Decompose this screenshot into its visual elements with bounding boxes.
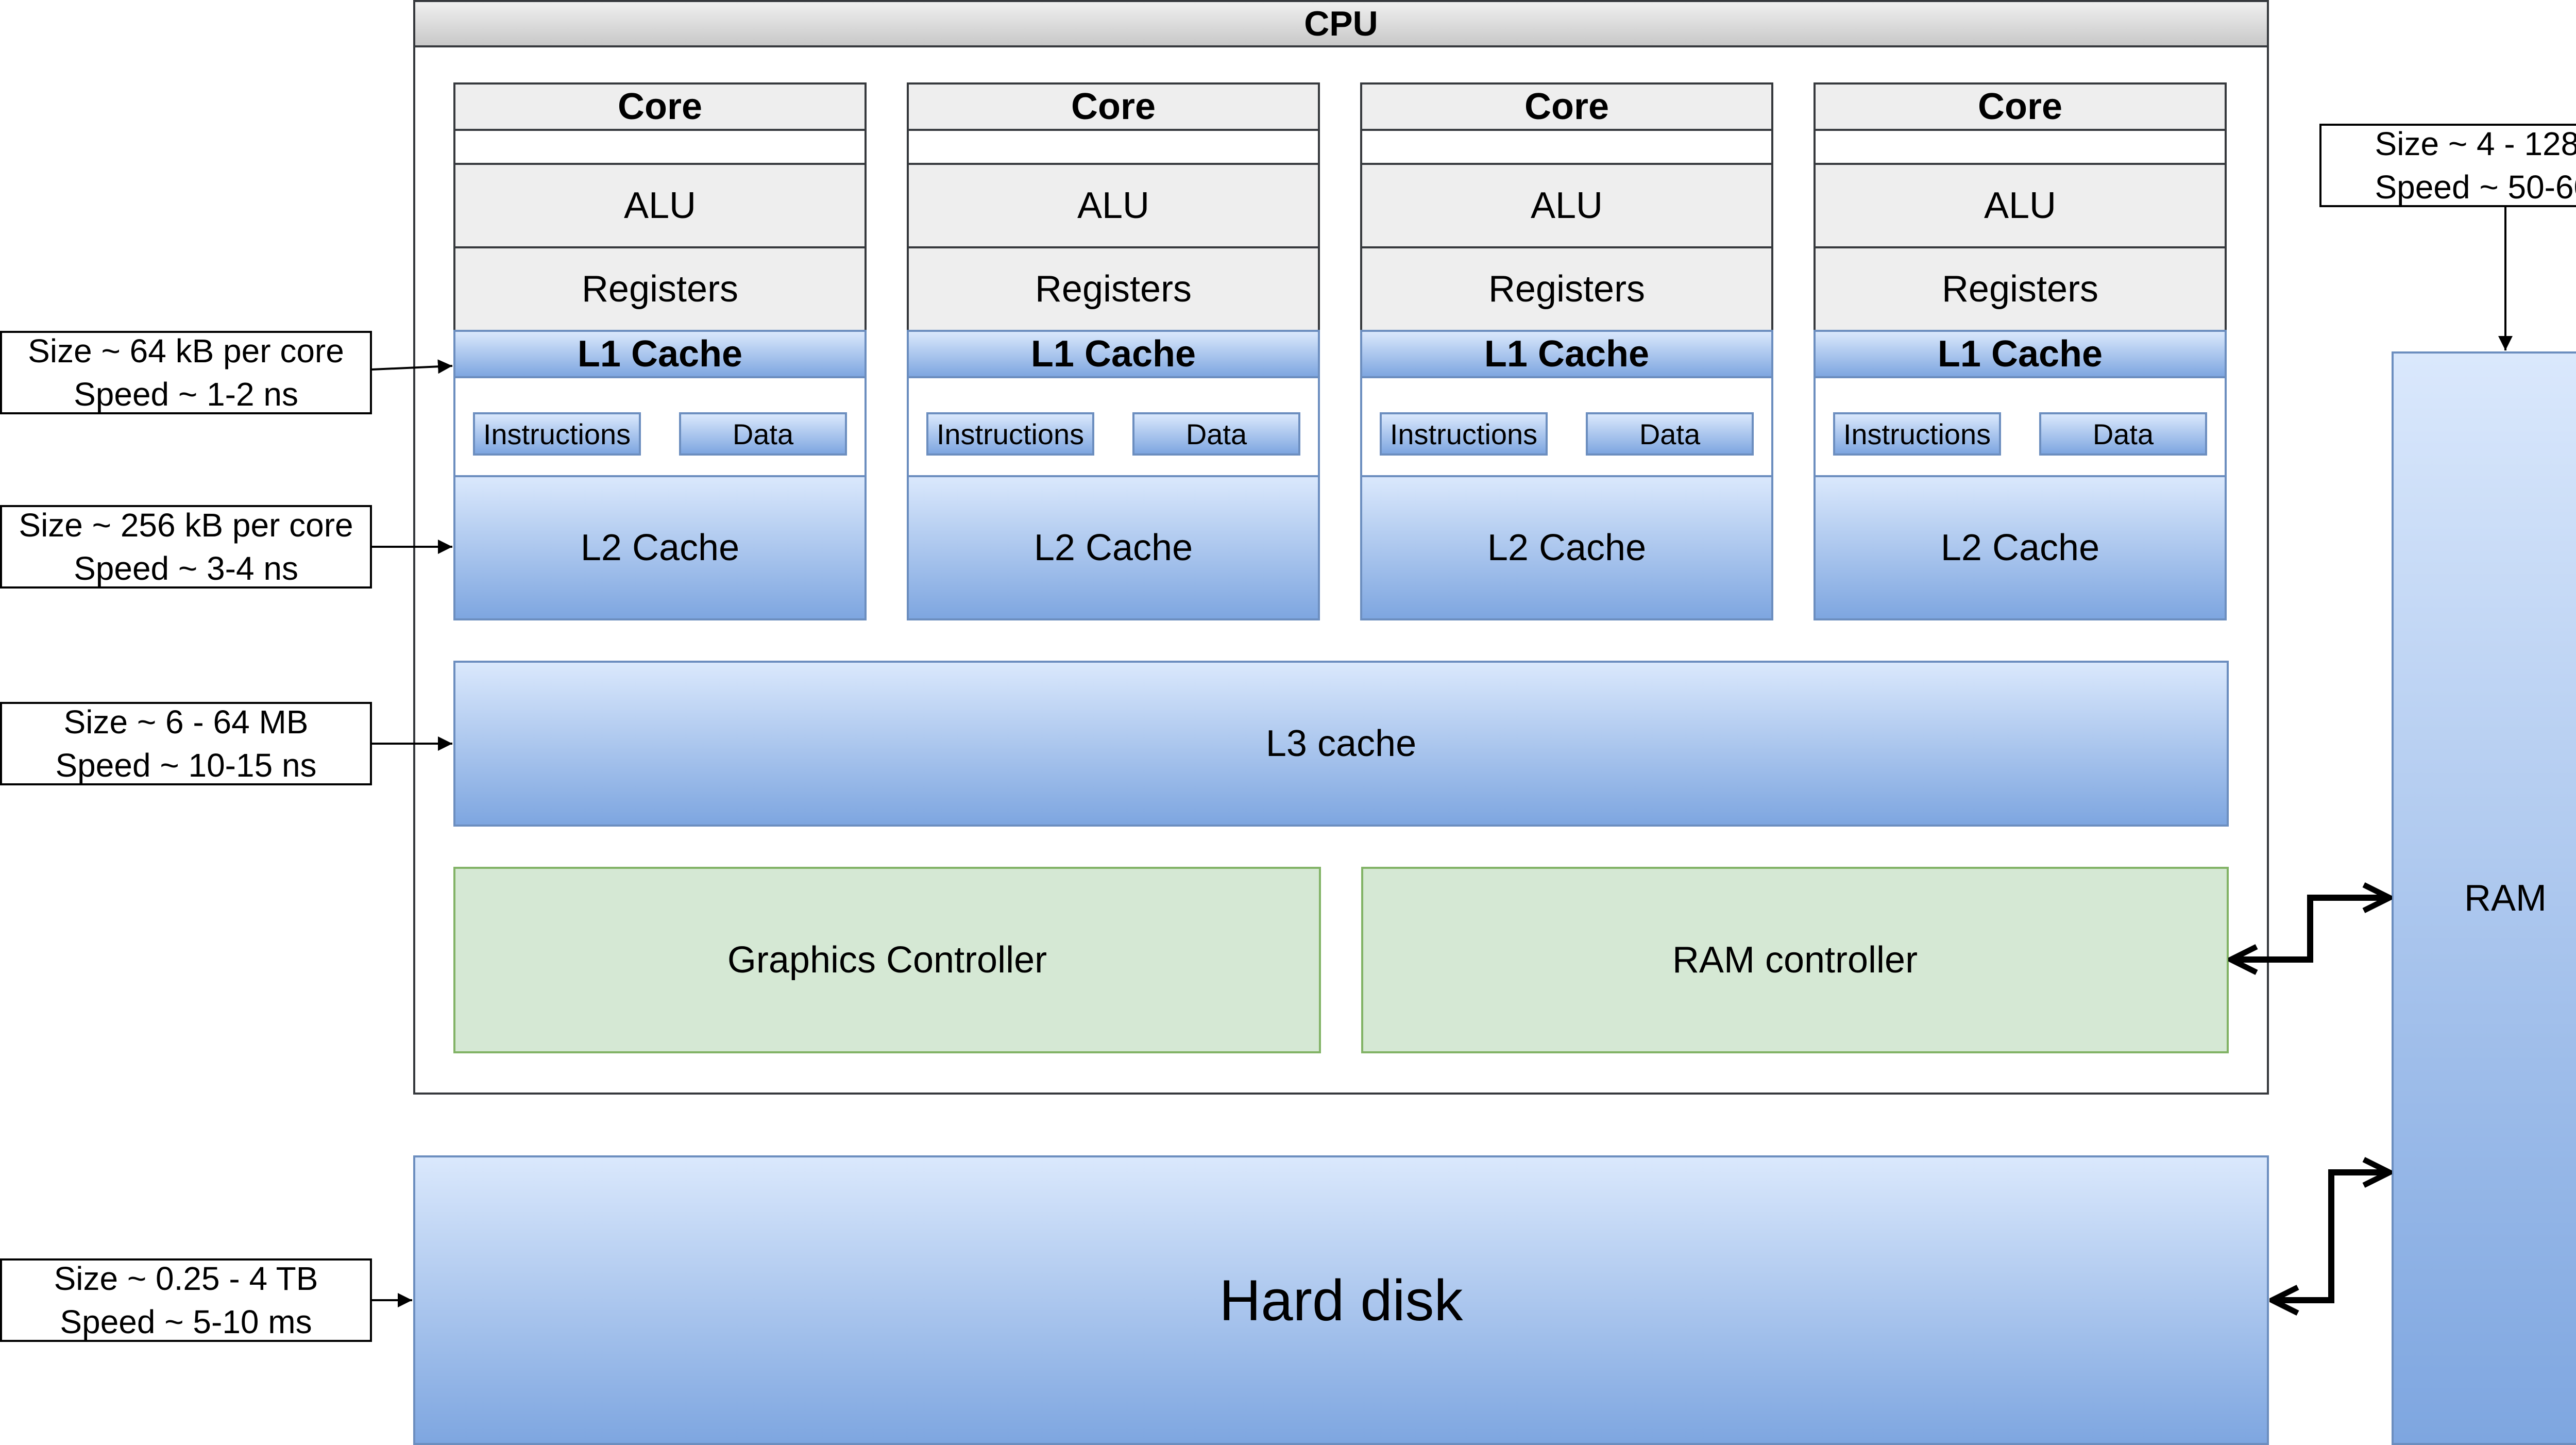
core-spacer-3	[1360, 129, 1773, 165]
ram-label: RAM	[2464, 878, 2547, 919]
l1-cache-label: L1 Cache	[1484, 333, 1650, 375]
l3-cache: L3 cache	[453, 661, 2229, 827]
instructions-label: Instructions	[483, 417, 631, 450]
l1-cache-label: L1 Cache	[1937, 333, 2103, 375]
l1-cache-label: L1 Cache	[1030, 333, 1196, 375]
l1-note-arrow	[371, 359, 453, 374]
l2-cache-1: L2 Cache	[453, 475, 867, 620]
l1-cache-3: L1 Cache	[1360, 330, 1773, 378]
hard-disk-label: Hard disk	[1219, 1268, 1463, 1333]
data-cache-3: Data	[1586, 412, 1754, 456]
l3-size-text: Size ~ 6 - 64 MB	[63, 703, 309, 741]
instructions-label: Instructions	[1389, 417, 1538, 450]
hard-disk: Hard disk	[413, 1155, 2269, 1445]
data-cache-2: Data	[1132, 412, 1300, 456]
ram: RAM	[2392, 351, 2576, 1445]
alu-label: ALU	[1984, 185, 2057, 226]
graphics-controller-label: Graphics Controller	[727, 939, 1047, 981]
disk-speed-text: Speed ~ 5-10 ms	[60, 1303, 312, 1340]
registers-label: Registers	[1488, 268, 1646, 310]
alu-2: ALU	[907, 163, 1320, 248]
data-cache-4: Data	[2039, 412, 2207, 456]
registers-label: Registers	[1941, 268, 2099, 310]
ram-controller-link	[2231, 898, 2389, 960]
alu-label: ALU	[1077, 185, 1150, 226]
instructions-cache-3: Instructions	[1380, 412, 1548, 456]
core-title-2: Core	[907, 82, 1320, 131]
disk-size-text: Size ~ 0.25 - 4 TB	[54, 1260, 318, 1297]
l1-speed-text: Speed ~ 1-2 ns	[74, 376, 298, 413]
ram-controller-label: RAM controller	[1672, 939, 1918, 981]
registers-1: Registers	[453, 246, 867, 332]
l2-cache-label: L2 Cache	[580, 527, 740, 568]
l2-cache-label: L2 Cache	[1940, 527, 2100, 568]
registers-label: Registers	[581, 268, 739, 310]
data-label: Data	[1185, 417, 1247, 450]
l2-spec-note: Size ~ 256 kB per core Speed ~ 3-4 ns	[0, 505, 372, 589]
data-label: Data	[2092, 417, 2154, 450]
l2-speed-text: Speed ~ 3-4 ns	[74, 550, 298, 587]
l3-spec-note: Size ~ 6 - 64 MB Speed ~ 10-15 ns	[0, 702, 372, 785]
core-title-label: Core	[617, 86, 703, 127]
alu-label: ALU	[1530, 185, 1603, 226]
instructions-cache-2: Instructions	[926, 412, 1094, 456]
l2-cache-label: L2 Cache	[1487, 527, 1647, 568]
core-title-label: Core	[1524, 86, 1609, 127]
l2-cache-label: L2 Cache	[1033, 527, 1193, 568]
ram-controller: RAM controller	[1361, 867, 2229, 1053]
graphics-controller: Graphics Controller	[453, 867, 1321, 1053]
registers-label: Registers	[1035, 268, 1192, 310]
core-spacer-4	[1814, 129, 2227, 165]
disk-spec-note: Size ~ 0.25 - 4 TB Speed ~ 5-10 ms	[0, 1258, 372, 1342]
ram-size-text: Size ~ 4 - 128 GB	[2375, 125, 2576, 162]
l1-size-text: Size ~ 64 kB per core	[28, 332, 344, 369]
ram-speed-text: Speed ~ 50-60 ns	[2375, 169, 2576, 206]
l1-cache-1: L1 Cache	[453, 330, 867, 378]
core-title-label: Core	[1071, 86, 1156, 127]
l1-cache-2: L1 Cache	[907, 330, 1320, 378]
instructions-label: Instructions	[1843, 417, 1991, 450]
data-label: Data	[1639, 417, 1701, 450]
core-title-label: Core	[1977, 86, 2063, 127]
cpu-title-label: CPU	[1304, 4, 1378, 43]
core-title-3: Core	[1360, 82, 1773, 131]
instructions-cache-4: Instructions	[1833, 412, 2001, 456]
core-title-1: Core	[453, 82, 867, 131]
data-label: Data	[732, 417, 794, 450]
alu-4: ALU	[1814, 163, 2227, 248]
ram-spec-note: Size ~ 4 - 128 GB Speed ~ 50-60 ns	[2319, 124, 2576, 207]
alu-label: ALU	[623, 185, 697, 226]
l2-cache-3: L2 Cache	[1360, 475, 1773, 620]
alu-1: ALU	[453, 163, 867, 248]
l1-cache-4: L1 Cache	[1814, 330, 2227, 378]
data-cache-1: Data	[679, 412, 847, 456]
hard-disk-link	[2272, 1172, 2389, 1300]
l1-cache-label: L1 Cache	[577, 333, 743, 375]
l2-size-text: Size ~ 256 kB per core	[19, 507, 353, 544]
l3-cache-label: L3 cache	[1265, 723, 1417, 764]
cpu-title: CPU	[413, 0, 2269, 47]
l3-speed-text: Speed ~ 10-15 ns	[55, 747, 317, 784]
l2-cache-4: L2 Cache	[1814, 475, 2227, 620]
instructions-label: Instructions	[936, 417, 1084, 450]
l1-spec-note: Size ~ 64 kB per core Speed ~ 1-2 ns	[0, 331, 372, 414]
registers-2: Registers	[907, 246, 1320, 332]
instructions-cache-1: Instructions	[473, 412, 641, 456]
l2-cache-2: L2 Cache	[907, 475, 1320, 620]
